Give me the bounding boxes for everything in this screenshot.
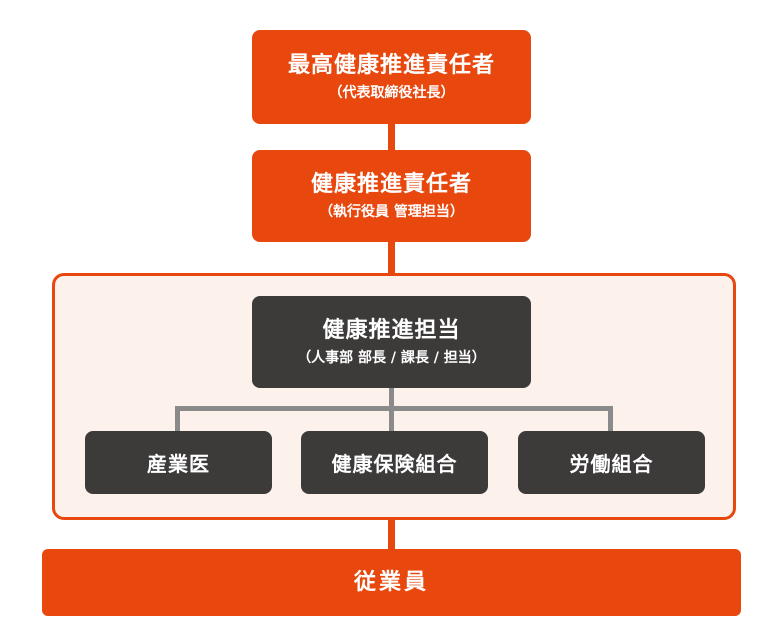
node-health-promotion-manager-sub: （執行役員 管理担当） <box>319 203 464 220</box>
connector-branch-left <box>175 406 180 432</box>
connector-group-to-bottom <box>388 517 395 549</box>
connector-top-to-second <box>388 124 395 152</box>
connector-branch-center <box>389 406 394 432</box>
node-member-label: 産業医 <box>147 452 210 476</box>
node-employees-title: 従業員 <box>353 569 429 595</box>
node-chief-health-officer-title: 最高健康推進責任者 <box>287 52 495 78</box>
connector-horizontal-bar <box>175 406 613 411</box>
node-health-promotion-manager-title: 健康推進責任者 <box>310 171 472 197</box>
connector-second-to-group <box>388 242 395 276</box>
node-health-promotion-staff-sub: （人事部 部長 / 課長 / 担当） <box>297 349 486 366</box>
node-member-labor-union: 労働組合 <box>518 431 705 494</box>
node-member-health-insurance-union: 健康保険組合 <box>301 431 488 494</box>
node-member-occupational-physician: 産業医 <box>85 431 272 494</box>
connector-branch-right <box>608 406 613 432</box>
node-member-label: 健康保険組合 <box>331 452 458 476</box>
node-chief-health-officer: 最高健康推進責任者 （代表取締役社長） <box>252 30 531 124</box>
node-member-label: 労働組合 <box>569 452 654 476</box>
node-health-promotion-staff-title: 健康推進担当 <box>322 317 461 343</box>
node-health-promotion-manager: 健康推進責任者 （執行役員 管理担当） <box>252 150 531 242</box>
connector-lead-stem <box>389 388 394 410</box>
node-chief-health-officer-sub: （代表取締役社長） <box>328 84 455 101</box>
node-health-promotion-staff: 健康推進担当 （人事部 部長 / 課長 / 担当） <box>252 296 531 388</box>
node-employees: 従業員 <box>42 549 741 616</box>
